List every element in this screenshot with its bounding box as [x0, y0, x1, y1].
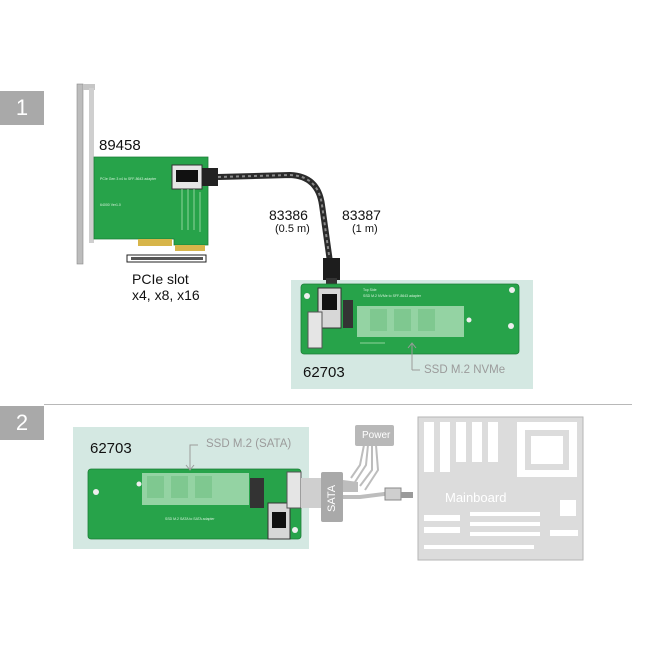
nvme-ssd-label: SSD M.2 NVMe [424, 364, 506, 376]
mainboard-label: Mainboard [445, 490, 507, 505]
sata-adapter-board: SSD M.2 SATA to SATA adapter [87, 468, 302, 540]
pcie-slot-sizes: x4, x8, x16 [132, 287, 200, 303]
pcie-card-part-number: 89458 [99, 137, 141, 154]
cable-1-length: (0.5 m) [275, 223, 310, 235]
mini-sas-cable [217, 171, 340, 288]
svg-text:SSD M.2 SATA to SATA adapter: SSD M.2 SATA to SATA adapter [165, 517, 215, 521]
svg-text:PCIe Gen 3 x4 to SFF-8643 adap: PCIe Gen 3 x4 to SFF-8643 adapter [100, 177, 157, 181]
pcie-card: PCIe Gen 3 x4 to SFF-8643 adapter 64000 … [76, 83, 218, 265]
sata-ssd-pointer [185, 444, 198, 471]
sata-ssd-label: SSD M.2 (SATA) [206, 438, 292, 450]
sata-connector-label: SATA [326, 484, 338, 512]
cable-2-length: (1 m) [352, 223, 378, 235]
sata-adapter-part-number: 62703 [90, 440, 132, 457]
mainboard [417, 416, 584, 561]
cable-2-part: 83387 [342, 207, 381, 223]
svg-text:64000 Ver1.0: 64000 Ver1.0 [100, 203, 121, 207]
svg-text:SSD M.2 NVMe to SFF-8643 adapt: SSD M.2 NVMe to SFF-8643 adapter [363, 294, 422, 298]
nvme-adapter-board: Top Side SSD M.2 NVMe to SFF-8643 adapte… [300, 283, 520, 355]
nvme-adapter-part-number: 62703 [303, 364, 345, 381]
svg-text:Top Side: Top Side [363, 288, 377, 292]
pcie-slot-label: PCIe slot [132, 271, 189, 287]
nvme-ssd-pointer [407, 342, 420, 371]
step-1-badge: 1 [0, 91, 44, 125]
sata-cable [301, 472, 413, 522]
step-2-badge: 2 [0, 406, 44, 440]
section-divider [44, 404, 632, 405]
pcie-slot [126, 254, 207, 263]
power-cable [343, 425, 394, 492]
cable-1-part: 83386 [269, 207, 308, 223]
power-connector-label: Power [362, 430, 391, 441]
